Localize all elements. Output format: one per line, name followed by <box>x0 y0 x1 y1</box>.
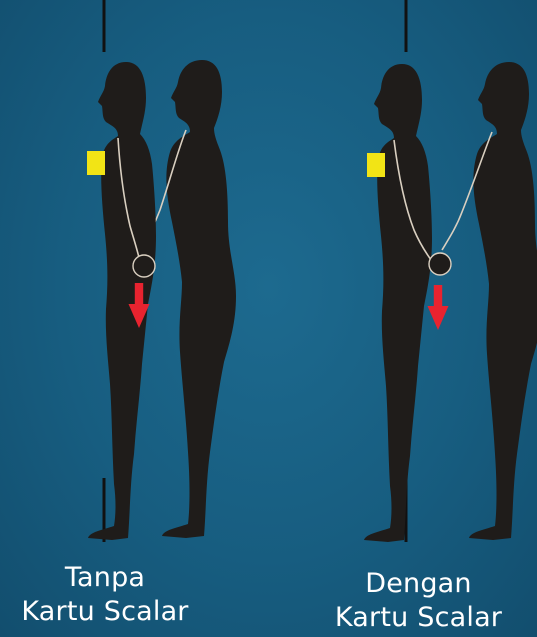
front-person-silhouette-left <box>88 62 156 540</box>
caption-left-line2: Kartu Scalar <box>0 595 210 629</box>
card-left <box>87 151 105 175</box>
hands-right <box>429 253 451 275</box>
down-arrow-right <box>428 285 449 330</box>
left-pair <box>87 60 236 540</box>
card-right <box>367 153 385 177</box>
caption-right-line2: Kartu Scalar <box>300 601 537 635</box>
caption-right-line1: Dengan <box>300 567 537 601</box>
caption-with-card: Dengan Kartu Scalar <box>300 567 537 635</box>
back-person-silhouette-right <box>469 62 537 540</box>
front-person-silhouette-right <box>364 64 432 542</box>
back-person-silhouette-left <box>162 60 236 538</box>
hands-left <box>133 255 155 277</box>
caption-left-line1: Tanpa <box>0 561 210 595</box>
right-pair <box>364 62 537 542</box>
caption-without-card: Tanpa Kartu Scalar <box>0 561 210 629</box>
